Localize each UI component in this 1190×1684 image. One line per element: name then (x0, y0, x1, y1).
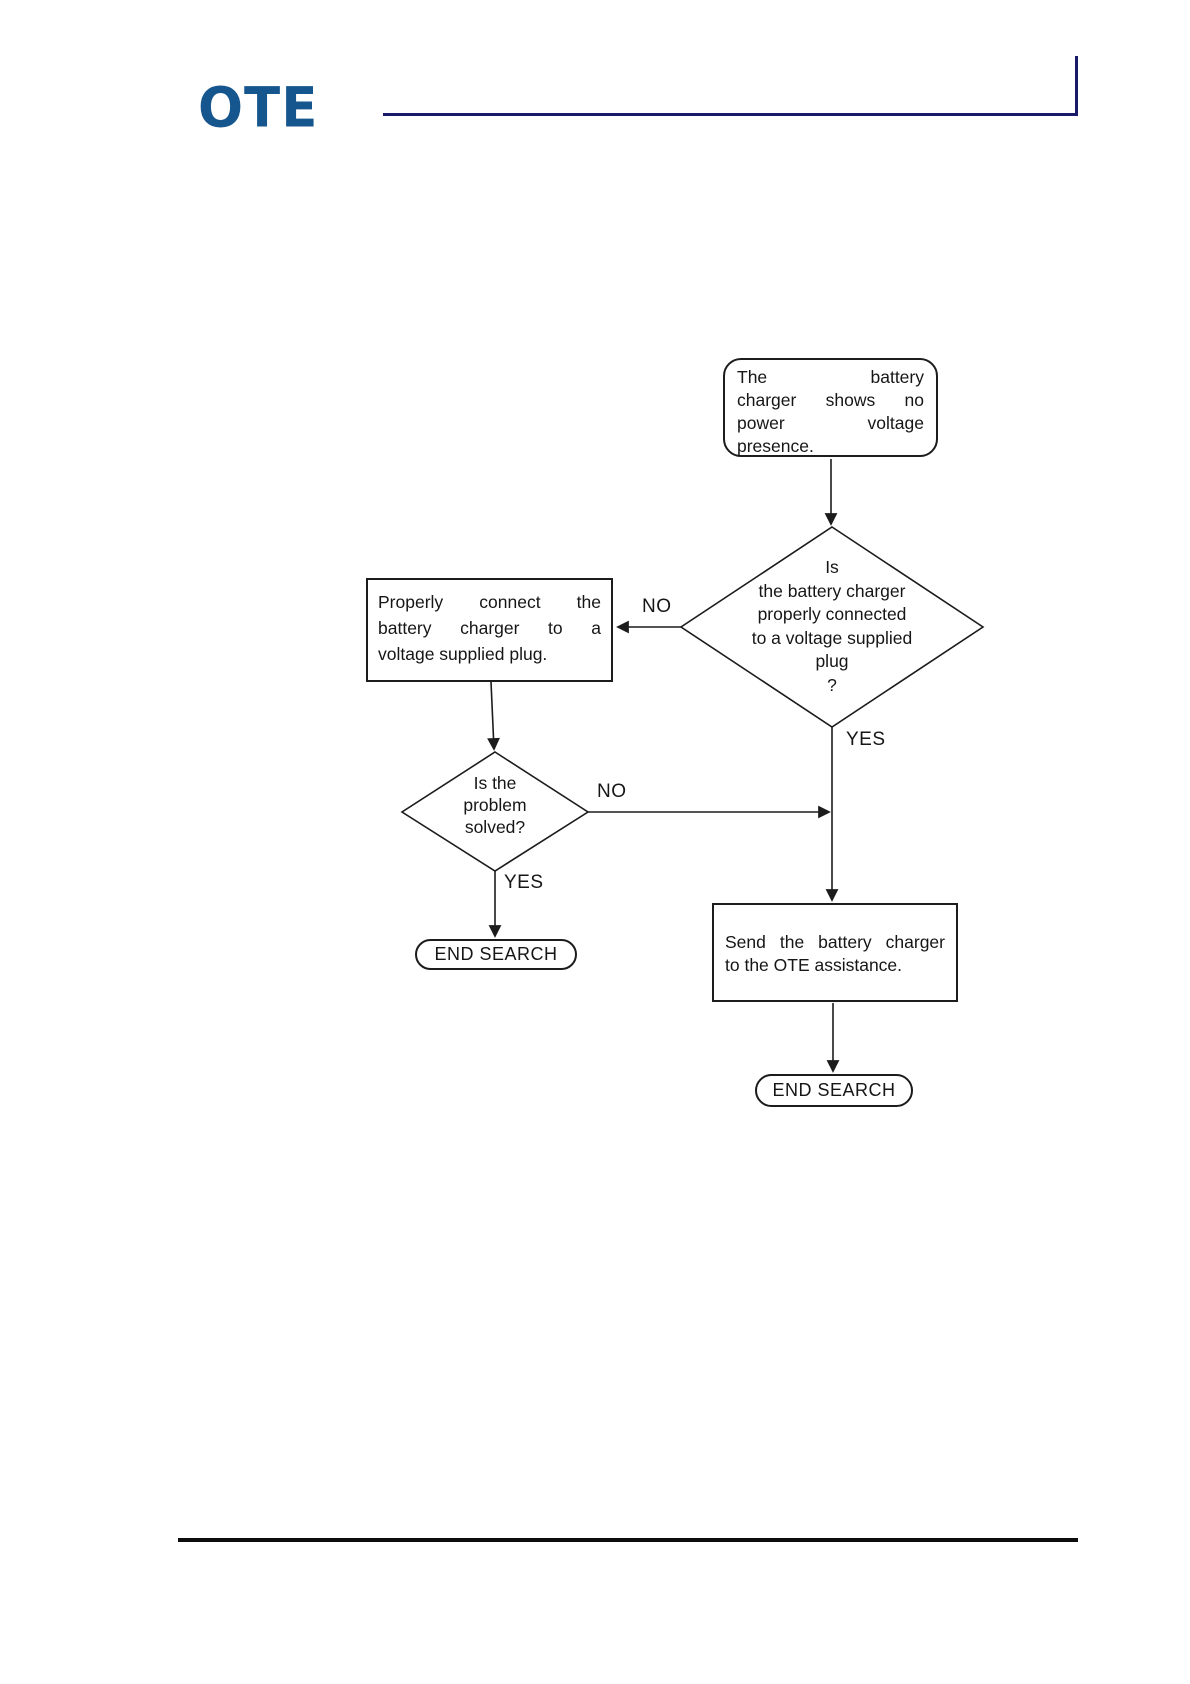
edge-label-yes: YES (846, 729, 886, 750)
header-corner-line (1075, 56, 1078, 116)
edge-action-connect-to-decision-solved (487, 681, 500, 751)
edge-label-no: NO (597, 781, 627, 802)
end-search-label: END SEARCH (772, 1080, 896, 1100)
decision-solved-line: problem (463, 795, 527, 815)
start-line: presence. (737, 436, 814, 456)
header-horizontal-rule (383, 113, 1077, 116)
decision-solved-line: Is the (473, 773, 517, 793)
edge-label-no: NO (642, 596, 672, 617)
start-node-text: The battery charger shows no power volta… (737, 366, 924, 458)
decision-plug-shape (679, 526, 985, 728)
action-send-text: Send the battery charger to the OTE assi… (725, 931, 945, 977)
start-line: power voltage (737, 413, 924, 433)
decision-plug-line: ? (827, 674, 837, 695)
decision-solved-text: Is the problem solved? (405, 772, 585, 838)
decision-plug-text: Is the battery charger properly connecte… (692, 556, 972, 697)
action-send-node: Send the battery charger to the OTE assi… (712, 903, 958, 1002)
action-connect-line: battery charger to a (378, 618, 601, 638)
ote-logo: OTE (198, 76, 319, 141)
decision-plug-line: plug (815, 651, 849, 671)
footer-horizontal-rule (178, 1538, 1078, 1542)
end-search-terminator-right: END SEARCH (755, 1074, 913, 1107)
action-send-line: Send the battery charger (725, 932, 945, 952)
decision-solved-shape (400, 751, 590, 872)
decision-plug-line: Is (825, 557, 839, 577)
start-line: charger shows no (737, 390, 924, 410)
decision-plug-line: the battery charger (758, 580, 906, 601)
action-connect-text: Properly connect the battery charger to … (378, 589, 601, 667)
action-connect-node: Properly connect the battery charger to … (366, 578, 613, 682)
action-connect-line: Properly connect the (378, 592, 601, 612)
decision-plug-line: properly connected (757, 604, 907, 624)
start-line: The battery (737, 367, 924, 387)
end-search-terminator-left: END SEARCH (415, 939, 577, 970)
action-connect-line: voltage supplied plug. (378, 644, 548, 664)
edge-label-yes: YES (504, 872, 544, 893)
end-search-label: END SEARCH (434, 944, 558, 964)
decision-solved-line: solved? (464, 817, 526, 837)
start-node: The battery charger shows no power volta… (723, 358, 938, 457)
action-send-line: to the OTE assistance. (725, 955, 903, 975)
decision-plug-line: to a voltage supplied (751, 627, 913, 648)
